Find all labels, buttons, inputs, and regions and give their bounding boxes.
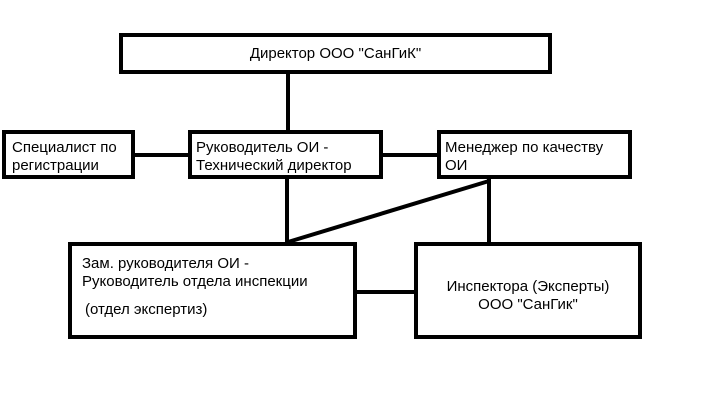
inspectors-box: Инспектора (Эксперты) ООО "СанГик"	[414, 242, 642, 339]
quality-manager-label-line-2: ОИ	[445, 157, 468, 174]
registration-specialist-label-line-1: Специалист по	[12, 139, 117, 156]
quality-manager-label-line-1: Менеджер по качеству	[445, 139, 604, 156]
deputy-box: Зам. руководителя ОИ - Руководитель отде…	[68, 242, 357, 339]
inspectors-label-line-1: Инспектора (Эксперты)	[446, 278, 610, 295]
deputy-label-line-1: Зам. руководителя ОИ -	[82, 255, 249, 272]
head-label-line-2: Технический директор	[196, 157, 352, 174]
connector-qm-deputy	[287, 179, 490, 244]
head-box: Руководитель ОИ - Технический директор	[188, 130, 383, 179]
deputy-label-line-3: (отдел экспертиз)	[85, 301, 208, 318]
director-label: Директор ООО "СанГиК"	[249, 45, 422, 62]
inspectors-label-line-2: ООО "СанГик"	[478, 296, 578, 313]
director-box: Директор ООО "СанГиК"	[119, 33, 552, 74]
deputy-label-line-2: Руководитель отдела инспекции	[82, 273, 308, 290]
head-label-line-1: Руководитель ОИ -	[196, 139, 329, 156]
registration-specialist-label-line-2: регистрации	[12, 157, 99, 174]
registration-specialist-box: Специалист по регистрации	[2, 130, 135, 179]
quality-manager-box: Менеджер по качеству ОИ	[437, 130, 632, 179]
